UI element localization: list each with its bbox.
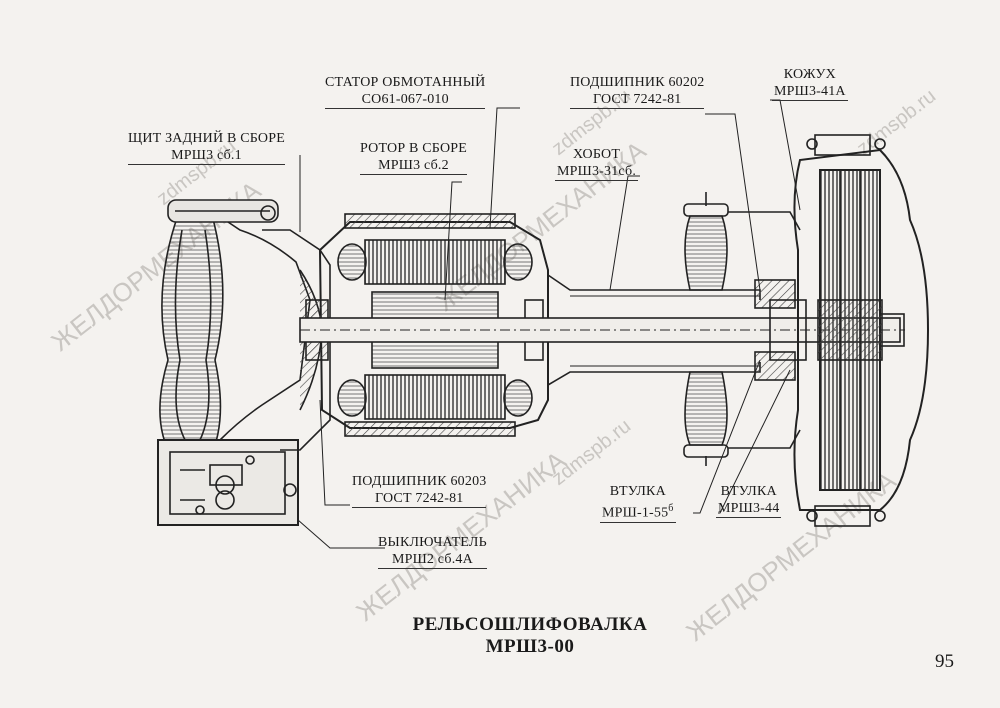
rear-handle [159,199,279,459]
switch-box [157,439,299,526]
leader-lines [297,99,801,549]
label-switch: ВЫКЛЮЧАТЕЛЬ МРШ2 сб.4А [378,535,487,569]
drawing-subtitle: МРШ3-00 [485,636,575,657]
page-number: 95 [935,651,954,672]
front-handle [683,192,801,466]
label-rear-shield: ЩИТ ЗАДНИЙ В СБОРЕ МРШ3 сб.1 [128,131,285,165]
label-trunk: ХОБОТ МРШ3-31сб. [555,147,639,181]
label-bearing-60202: ПОДШИПНИК 60202 ГОСТ 7242-81 [570,75,705,109]
label-stator: СТАТОР ОБМОТАННЫЙ СО61-067-010 [325,75,486,109]
shaft [299,313,905,347]
label-rotor: РОТОР В СБОРЕ МРШ3 сб.2 [360,141,467,175]
front-bearing [754,279,807,381]
label-casing: КОЖУХ МРШ3-41А [772,67,848,101]
wheel-casing [793,134,930,527]
label-bushing-2: ВТУЛКА МРШ3-44 [716,484,782,518]
label-bushing-1: ВТУЛКА МРШ-1-55б [600,484,676,523]
label-bearing-60203: ПОДШИПНИК 60203 ГОСТ 7242-81 [352,474,487,508]
drawing-title: РЕЛЬСОШЛИФОВАЛКА [412,614,648,635]
